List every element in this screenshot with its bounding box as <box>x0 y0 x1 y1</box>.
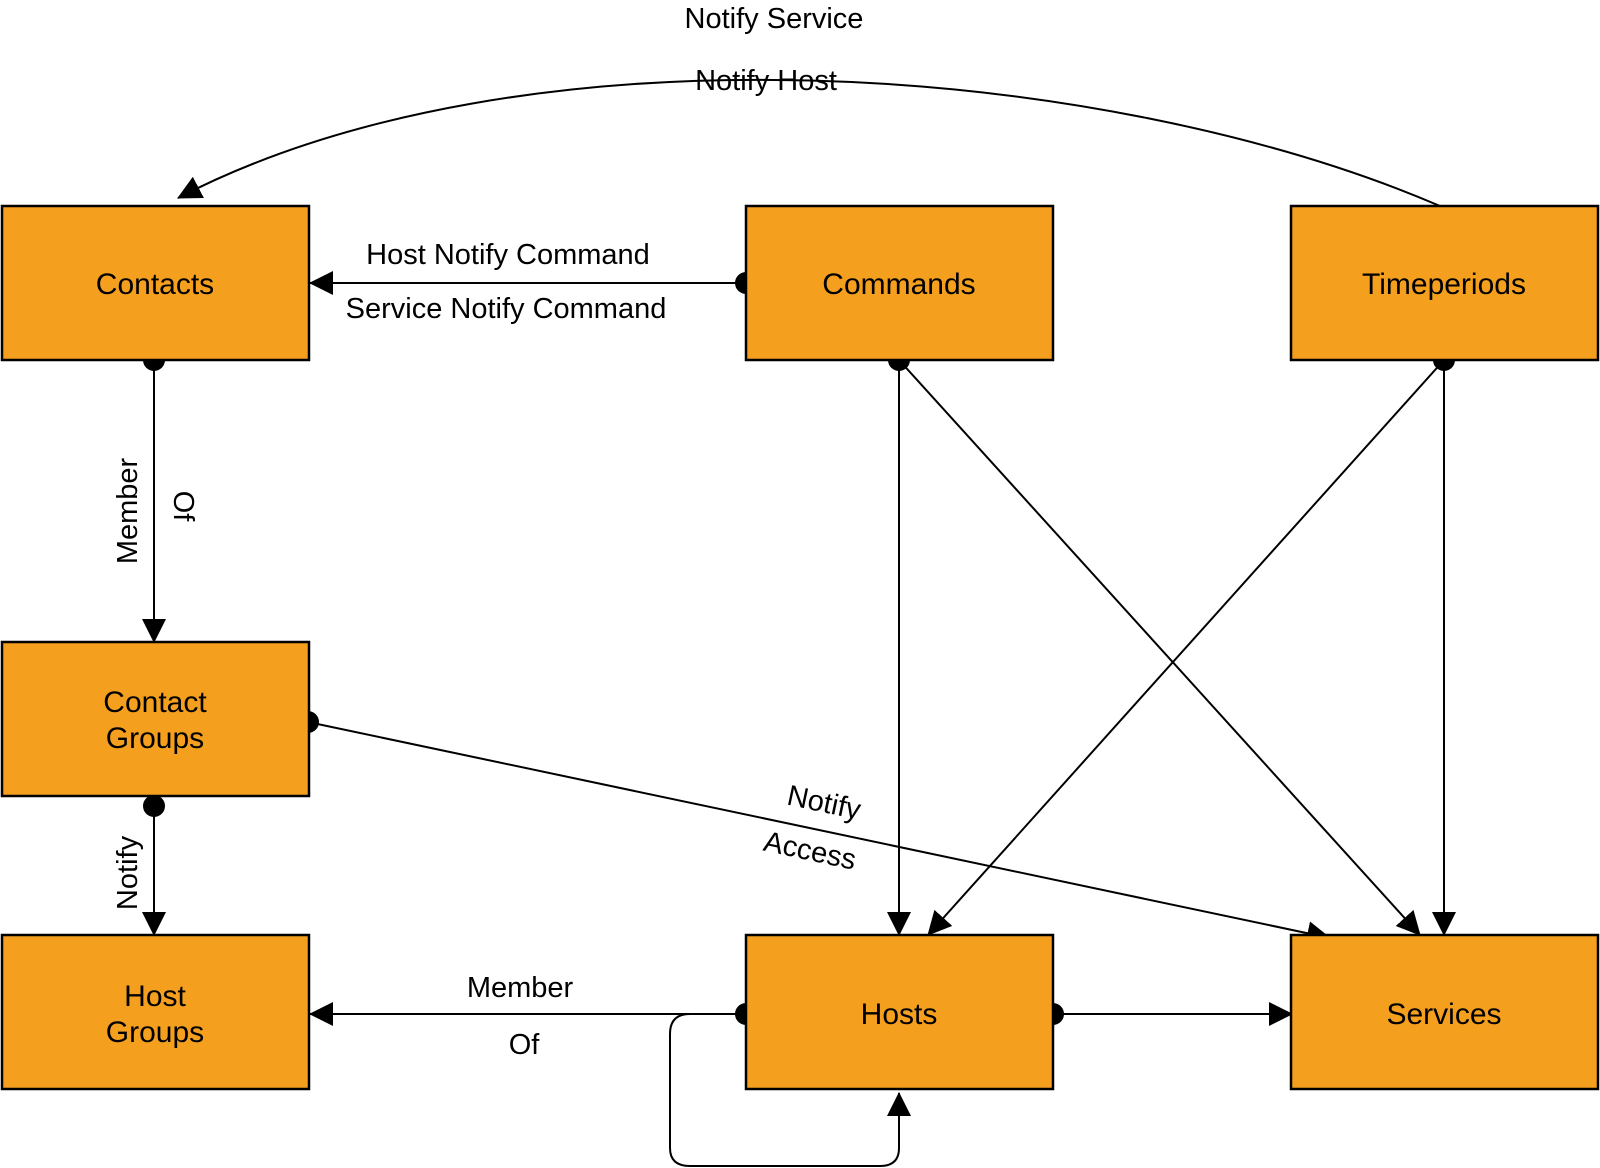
node-host-groups: Host Groups <box>0 933 311 1091</box>
node-services: Services <box>1289 933 1600 1091</box>
edge-timeperiods-hosts <box>927 359 1445 936</box>
node-commands-label: Commands <box>822 268 975 301</box>
label-notify-diagonal: Notify <box>784 780 864 827</box>
node-services-label: Services <box>1386 998 1501 1031</box>
label-notify-host: Notify Host <box>695 65 837 97</box>
label-access-diagonal: Access <box>761 826 859 877</box>
label-contacts-of: Of <box>167 491 199 523</box>
label-service-notify-command: Service Notify Command <box>346 293 667 325</box>
label-host-notify-command: Host Notify Command <box>366 239 650 271</box>
node-host-groups-label-line2: Groups <box>106 1016 204 1049</box>
edge-timeperiods-contacts <box>177 78 1441 207</box>
node-commands: Commands <box>744 204 1055 362</box>
node-contacts: Contacts <box>0 204 311 362</box>
node-hosts: Hosts <box>744 933 1055 1091</box>
node-host-groups-label-line1: Host <box>124 980 186 1013</box>
label-hosts-of: Of <box>509 1029 541 1061</box>
node-contact-groups-label-line2: Groups <box>106 722 204 755</box>
label-notify-vertical: Notify <box>112 835 144 910</box>
label-hosts-member: Member <box>467 972 574 1004</box>
node-contacts-label: Contacts <box>96 268 214 301</box>
node-contact-groups: Contact Groups <box>0 640 311 798</box>
node-hosts-label: Hosts <box>861 998 938 1031</box>
node-timeperiods: Timeperiods <box>1289 204 1600 362</box>
node-contact-groups-label-line1: Contact <box>103 686 207 719</box>
label-notify-service: Notify Service <box>685 3 864 35</box>
edge-contactgroups-services <box>307 721 1331 945</box>
edge-hosts-self-loop <box>669 1013 911 1167</box>
label-contacts-member: Member <box>112 457 144 564</box>
edge-commands-services <box>898 359 1421 936</box>
node-timeperiods-label: Timeperiods <box>1362 268 1526 301</box>
edge-dot-contactgroups-bottom <box>143 795 165 817</box>
